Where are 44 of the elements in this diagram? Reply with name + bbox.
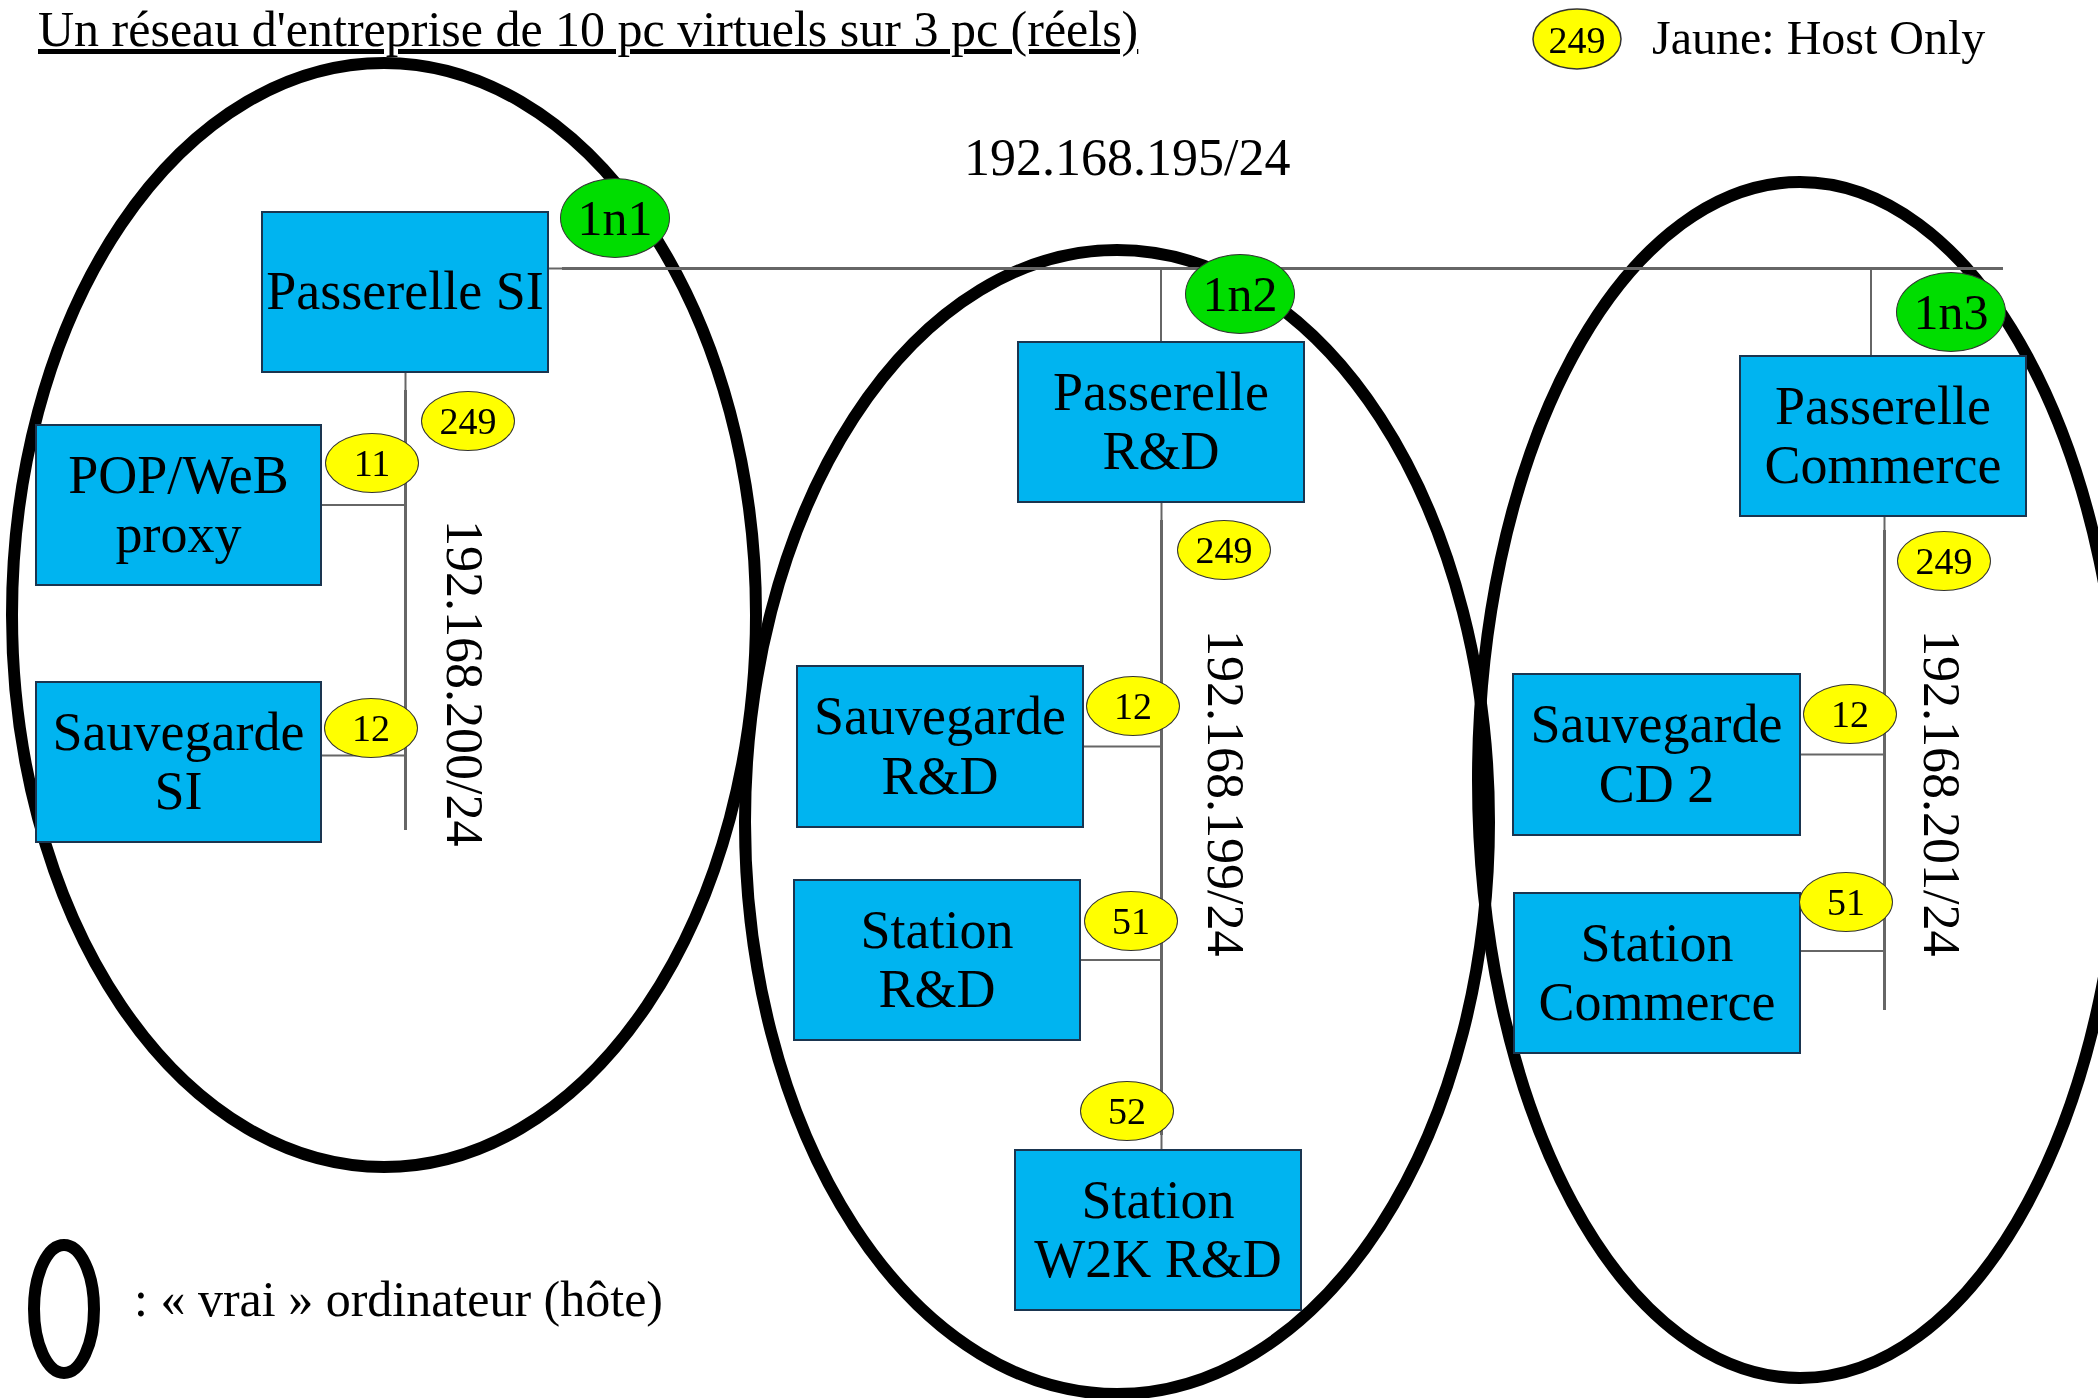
connector-line [1800, 950, 1884, 952]
address-tag: 249 [421, 391, 515, 451]
network-address: 192.168.201/24 [1912, 630, 1971, 957]
title: Un réseau d'entreprise de 10 pc virtuels sur 3 pc (réels) [38, 0, 1139, 58]
address-tag: 249 [1177, 520, 1271, 580]
connector-line [1080, 959, 1161, 961]
computer-box: Station Commerce [1513, 892, 1801, 1054]
address-tag: 12 [1086, 676, 1180, 736]
connector-line [1870, 269, 1872, 356]
connector-line [321, 504, 405, 506]
computer-box: POP/WeB proxy [35, 424, 322, 586]
address-tag: 11 [325, 433, 419, 493]
legend-text: : « vrai » ordinateur (hôte) [134, 1270, 663, 1328]
address-tag: 1n2 [1185, 254, 1295, 334]
address-tag: 1n1 [560, 178, 670, 258]
computer-box: Sauvegarde SI [35, 681, 322, 843]
connector-line [1800, 753, 1884, 756]
connector-line [404, 372, 407, 391]
legend-sample-text: 249 [1547, 18, 1607, 63]
computer-box: Passerelle SI [261, 211, 549, 373]
network-address: 192.168.200/24 [435, 520, 494, 847]
address-tag: 12 [1803, 684, 1897, 744]
computer-box: Passerelle Commerce [1739, 355, 2027, 517]
address-tag: 51 [1799, 872, 1893, 932]
network-address: 192.168.195/24 [964, 128, 1291, 187]
connector-line [1160, 502, 1163, 521]
address-tag: 249 [1897, 531, 1991, 591]
connector-line [1883, 516, 1886, 531]
address-tag: 52 [1080, 1081, 1174, 1141]
address-tag: 1n3 [1896, 272, 2006, 352]
connector-line [1083, 745, 1161, 748]
computer-box: Station W2K R&D [1014, 1149, 1302, 1311]
legend-text: Jaune: Host Only [1652, 10, 1986, 65]
computer-box: Sauvegarde CD 2 [1512, 673, 1801, 836]
connector-line [321, 754, 405, 757]
address-tag: 12 [324, 698, 418, 758]
connector-line [1160, 1134, 1163, 1150]
computer-box: Passerelle R&D [1017, 341, 1305, 503]
network-address: 192.168.199/24 [1196, 630, 1255, 957]
computer-box: Sauvegarde R&D [796, 665, 1084, 828]
computer-box: Station R&D [793, 879, 1081, 1041]
connector-line [548, 267, 563, 270]
address-tag: 51 [1084, 891, 1178, 951]
network-bus-line [562, 267, 2003, 270]
